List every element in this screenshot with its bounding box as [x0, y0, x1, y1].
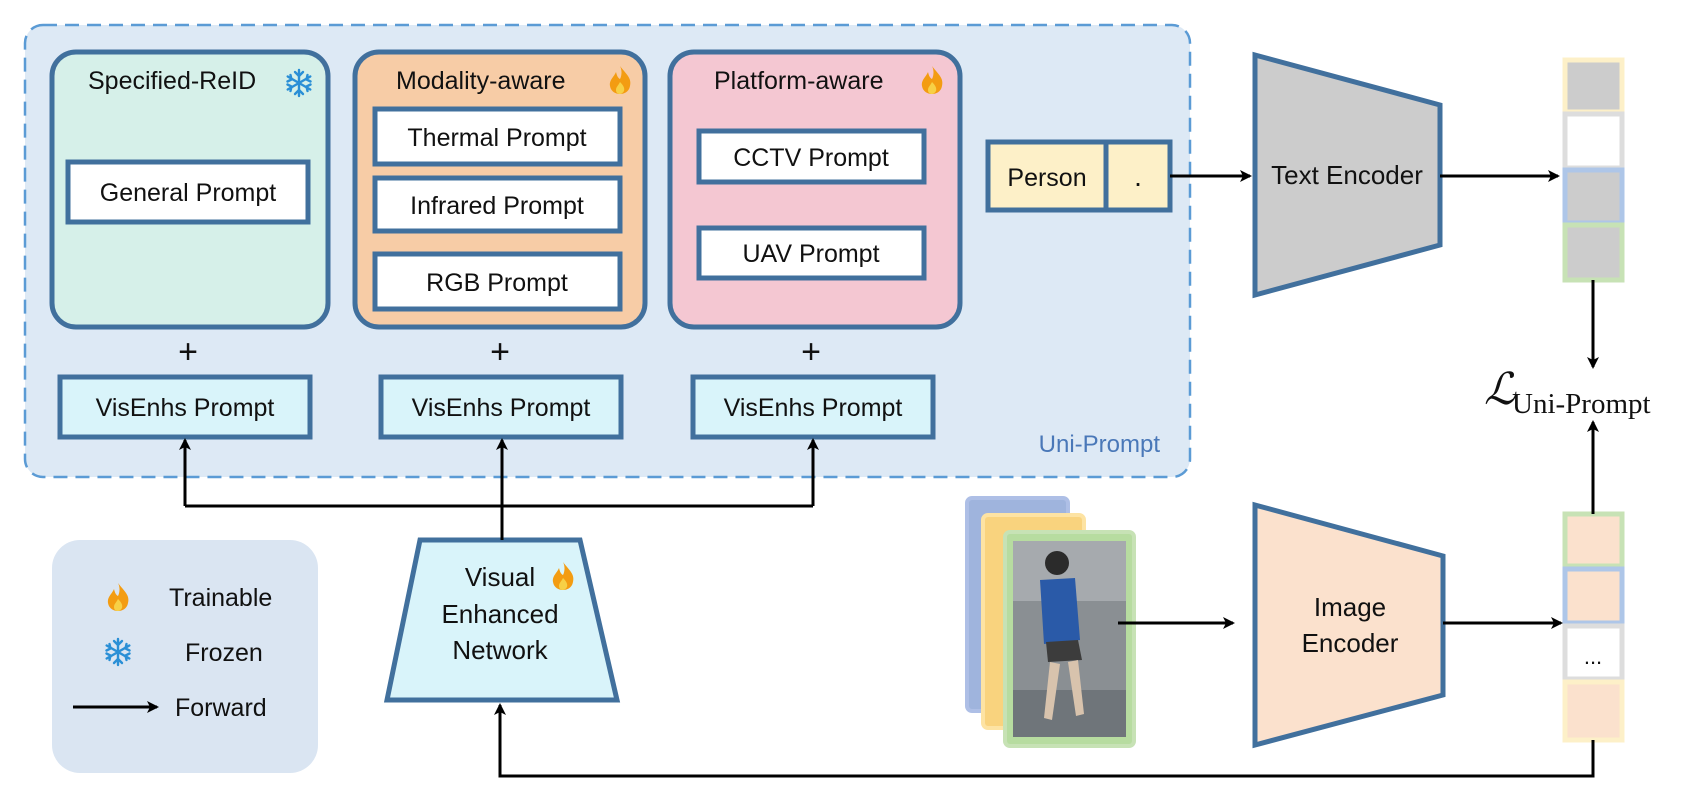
group-platform-aware-title: Platform-aware — [714, 67, 884, 95]
visual-network-label-line1: Visual — [465, 562, 535, 592]
person-jacket — [1040, 578, 1080, 644]
general-prompt-box — [65, 159, 311, 225]
text-encoder-shape — [1252, 51, 1443, 299]
loss-label: ℒ Uni-Prompt — [1484, 365, 1651, 420]
image-feature-column: ... — [1562, 511, 1625, 743]
arrows — [179, 170, 1599, 778]
text-feature-cell-2 — [1562, 111, 1625, 171]
arrow-features-to-network — [494, 703, 1595, 778]
visenhs-prompt-label-1: VisEnhs Prompt — [96, 394, 275, 422]
text-feature-cell-3 — [1562, 167, 1625, 226]
person-image-stack — [965, 496, 1136, 748]
thermal-prompt-box — [372, 106, 623, 167]
text-tokens: Person . — [985, 139, 1173, 213]
rgb-prompt-label: RGB Prompt — [426, 269, 568, 297]
image-encoder-shape — [1252, 501, 1446, 749]
person-head — [1045, 551, 1069, 575]
person-token-label: Person — [1007, 164, 1086, 192]
image-feature-ellipsis: ... — [1584, 644, 1602, 669]
person-shorts — [1046, 640, 1082, 662]
visenhs-prompt-box-1 — [57, 374, 313, 440]
legend: Trainable Frozen Forward — [52, 540, 318, 773]
plus-sign: + — [490, 333, 510, 371]
plus-sign: + — [178, 333, 198, 371]
image-feature-cell-3 — [1562, 623, 1625, 682]
visual-network-label-line2: Enhanced — [441, 599, 558, 629]
loss-subscript: Uni-Prompt — [1512, 388, 1651, 420]
visenhs-prompt-label-2: VisEnhs Prompt — [412, 394, 591, 422]
group-platform-aware: Platform-aware CCTV Prompt UAV Prompt + … — [667, 49, 963, 440]
group-specified-reid: Specified-ReID General Prompt + VisEnhs … — [49, 49, 331, 440]
group-modality-aware: Modality-aware Thermal Prompt Infrared P… — [352, 49, 648, 440]
group-specified-reid-title: Specified-ReID — [88, 67, 256, 95]
image-feature-cell-1 — [1562, 511, 1625, 569]
uav-prompt-box — [696, 225, 927, 281]
text-encoder-label: Text Encoder — [1271, 160, 1423, 190]
image-feature-cell-2 — [1562, 566, 1625, 626]
uni-prompt-label: Uni-Prompt — [1039, 431, 1161, 458]
rgb-prompt-box — [372, 251, 623, 312]
loss-symbol: ℒ — [1484, 365, 1517, 414]
visenhs-prompt-box-2 — [378, 374, 624, 440]
group-modality-aware-title: Modality-aware — [396, 67, 566, 95]
infrared-prompt-label: Infrared Prompt — [410, 192, 584, 220]
plus-sign: + — [801, 333, 821, 371]
photo-ground — [1013, 690, 1126, 737]
text-feature-column — [1562, 57, 1625, 283]
cctv-prompt-label: CCTV Prompt — [733, 144, 889, 172]
legend-trainable-label: Trainable — [169, 584, 272, 612]
thermal-prompt-label: Thermal Prompt — [407, 124, 586, 152]
person-legs — [1044, 660, 1084, 720]
legend-frozen-label: Frozen — [185, 639, 263, 667]
text-feature-cell-1 — [1562, 57, 1625, 115]
visenhs-prompt-box-3 — [690, 374, 936, 440]
image-feature-cell-4 — [1562, 679, 1625, 743]
visual-network-label-line3: Network — [452, 635, 548, 665]
infrared-prompt-box — [372, 175, 623, 234]
legend-forward-label: Forward — [175, 694, 267, 722]
image-encoder-label-line1: Image — [1314, 592, 1386, 622]
dot-token-label: . — [1134, 161, 1142, 192]
uav-prompt-label: UAV Prompt — [742, 240, 879, 268]
cctv-prompt-box — [696, 128, 927, 185]
visenhs-prompt-label-3: VisEnhs Prompt — [724, 394, 903, 422]
text-feature-cell-4 — [1562, 222, 1625, 283]
image-encoder-label-line2: Encoder — [1302, 628, 1399, 658]
general-prompt-label: General Prompt — [100, 179, 277, 207]
